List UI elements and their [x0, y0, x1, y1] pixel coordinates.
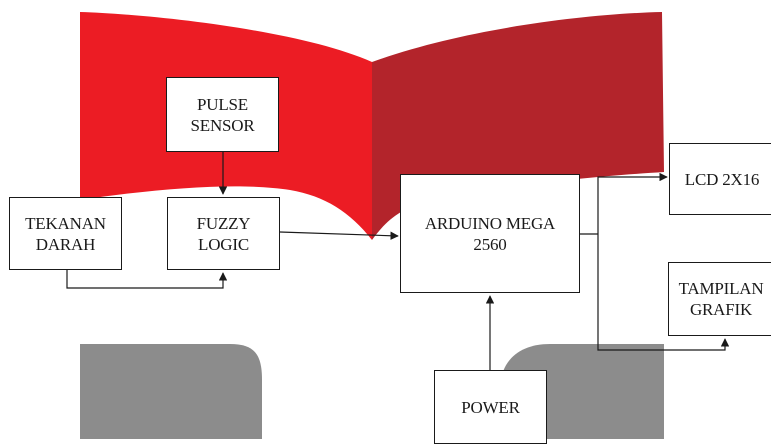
lcd-2x16-box: LCD 2X16	[669, 143, 771, 215]
power-label: POWER	[461, 397, 520, 417]
pulse-sensor-label-line-2: SENSOR	[190, 115, 255, 135]
tekanan-darah-box: TEKANAN DARAH	[9, 197, 122, 270]
edge-arduino-to-tampilan-grafik	[597, 234, 730, 351]
gray-shape-left	[80, 344, 262, 439]
lcd-label: LCD 2X16	[684, 169, 760, 189]
arduino-mega-2560-box: ARDUINO MEGA 2560	[400, 174, 580, 293]
tampilan-grafik-label-line-2: GRAFIK	[689, 300, 753, 319]
edge-fuzzy-logic-to-arduino	[279, 231, 399, 240]
tekanan-darah-label-line-1: TEKANAN	[25, 213, 106, 233]
edge-tekanan-darah-to-fuzzy-logic	[66, 270, 228, 289]
pulse-sensor-box: PULSE SENSOR	[166, 77, 279, 152]
fuzzy-logic-label-line-2: LOGIC	[198, 234, 249, 254]
arduino-label-line-2: 2560	[473, 234, 507, 254]
tampilan-grafik-label-line-1: TAMPILAN	[678, 279, 764, 298]
edge-arduino-to-lcd	[597, 172, 668, 234]
fuzzy-logic-label-line-1: FUZZY	[196, 213, 251, 233]
pulse-sensor-label-line-1: PULSE	[197, 94, 248, 114]
fuzzy-logic-box: FUZZY LOGIC	[167, 197, 280, 270]
tampilan-grafik-box: TAMPILAN GRAFIK	[668, 262, 771, 336]
tekanan-darah-label-line-2: DARAH	[35, 234, 96, 254]
power-box: POWER	[434, 370, 547, 444]
arduino-label-line-1: ARDUINO MEGA	[424, 213, 556, 233]
